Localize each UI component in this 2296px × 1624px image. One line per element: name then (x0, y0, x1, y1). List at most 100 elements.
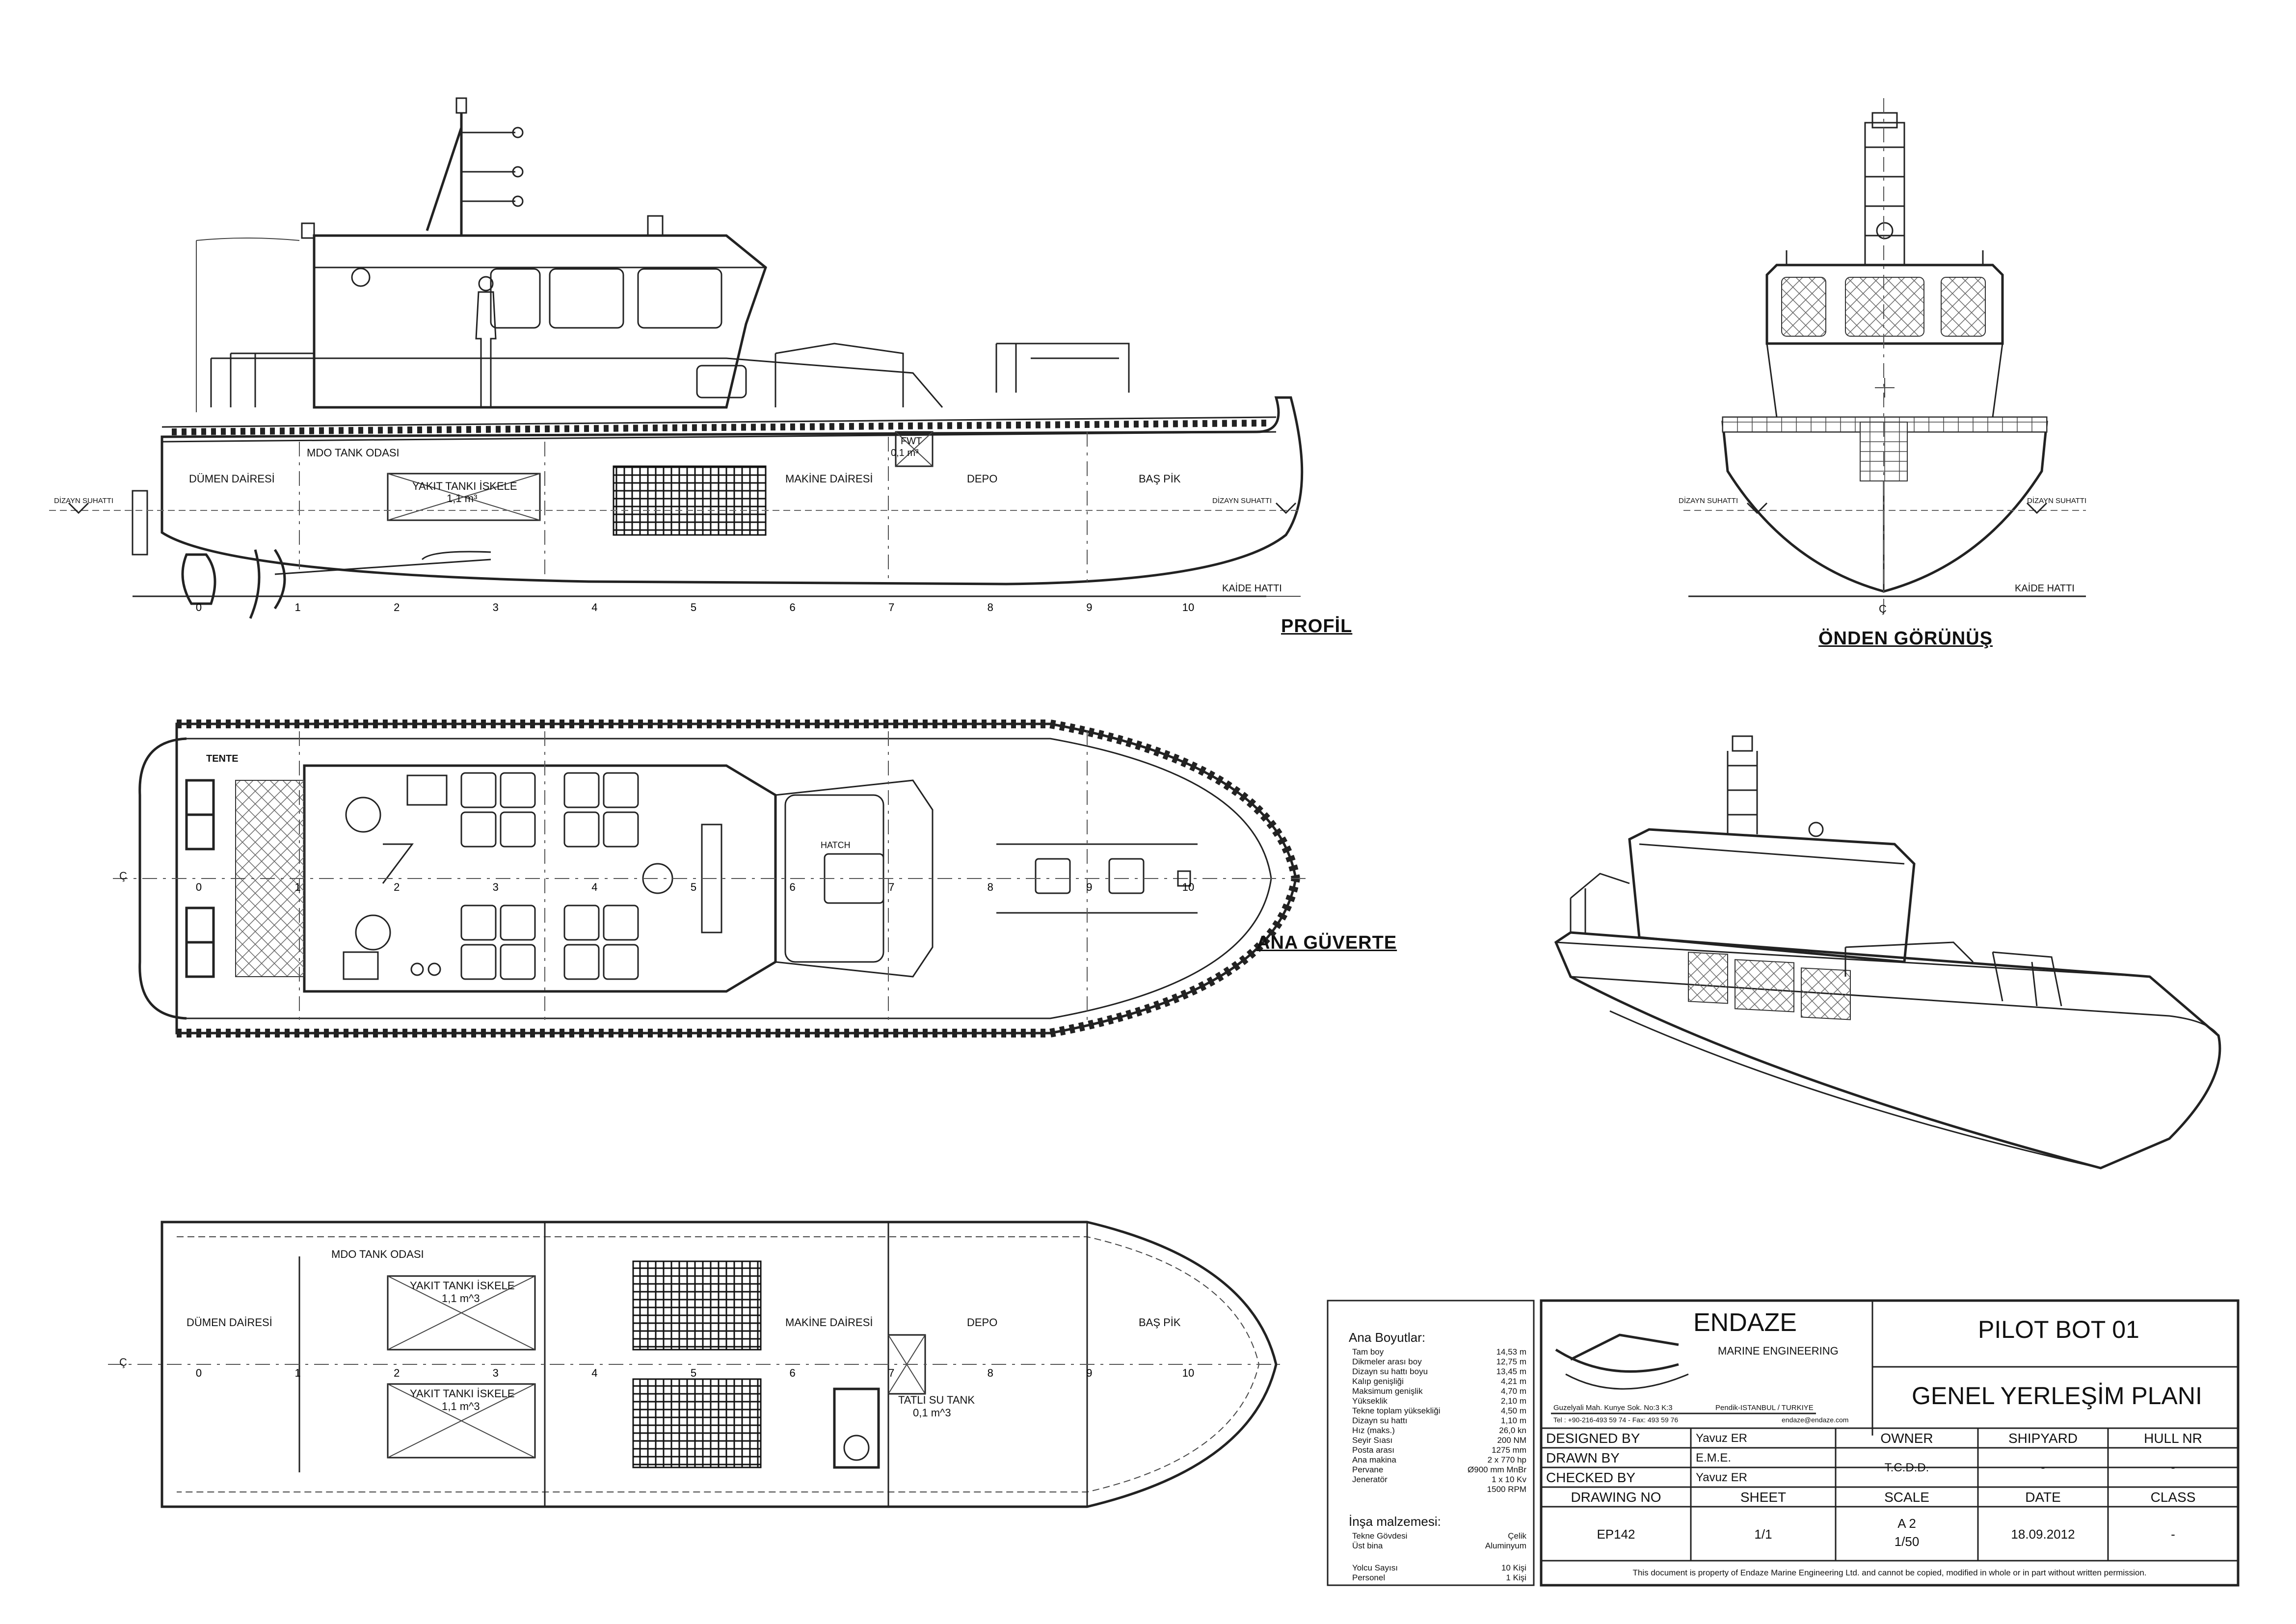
tank-tatli-vol: 0,1 m^3 (913, 1407, 951, 1419)
front-view (1683, 98, 2086, 613)
frame-label-0: 0 (196, 881, 202, 893)
label-tente: TENTE (206, 753, 239, 764)
label-dumen: DÜMEN DAİRESİ (189, 473, 275, 485)
class-label: CLASS (2150, 1490, 2196, 1505)
sheet-label: SHEET (1740, 1490, 1787, 1505)
label-fwt-vol: 0,1 m³ (891, 448, 919, 458)
shipyard-label: SHIPYARD (2008, 1431, 2078, 1446)
owner-value: T.C.D.D. (1884, 1461, 1929, 1474)
scale-ratio: 1/50 (1894, 1534, 1920, 1549)
spec-row-value: 1275 mm (1492, 1445, 1526, 1455)
checked-by-value: Yavuz ER (1696, 1471, 1747, 1484)
drawn-by-value: E.M.E. (1696, 1451, 1732, 1464)
frame-label-5: 5 (691, 1367, 696, 1379)
front-wl-right: DİZAYN SUHATTI (2027, 497, 2087, 505)
frame-label-9: 9 (1086, 881, 1092, 893)
label-makine: MAKİNE DAİRESİ (785, 473, 873, 485)
spec-row-key: Tekne toplam yüksekliği (1352, 1406, 1441, 1415)
frame-label-0: 0 (196, 601, 202, 613)
frame-label-6: 6 (789, 1367, 795, 1379)
front-view-title: ÖNDEN GÖRÜNÜŞ (1818, 628, 1993, 649)
frame-label-8: 8 (988, 1367, 993, 1379)
date-value: 18.09.2012 (2011, 1526, 2075, 1542)
profile-view (49, 97, 1304, 619)
tank-depo: DEPO (967, 1316, 998, 1329)
perspective-view (1554, 735, 2221, 1170)
people-row-value: 10 Kişi (1501, 1563, 1526, 1572)
spec-row-value: 14,53 m (1496, 1347, 1526, 1357)
title-block (1540, 1299, 2240, 1587)
class-value: - (2171, 1526, 2175, 1542)
company-phone: Tel : +90-216-493 59 74 - Fax: 493 59 76 (1553, 1416, 1679, 1424)
tank-centerline: Ç (119, 1356, 127, 1368)
drawn-by-label: DRAWN BY (1546, 1450, 1620, 1465)
frame-label-7: 7 (888, 881, 894, 893)
frame-label-10: 10 (1182, 1367, 1194, 1379)
material-row-value: Çelik (1508, 1531, 1526, 1541)
spec-heading: Ana Boyutlar: (1349, 1330, 1426, 1345)
scale-paper: A 2 (1897, 1516, 1916, 1531)
company-address: Guzelyali Mah. Kunye Sok. No:3 K:3 (1553, 1404, 1673, 1412)
frame-label-5: 5 (691, 601, 696, 613)
spec-box (1327, 1300, 1535, 1586)
scale-label: SCALE (1884, 1490, 1929, 1505)
tank-yakit-2: YAKIT TANKI İSKELE (410, 1387, 515, 1400)
label-yakit-vol: 1,1 m³ (447, 492, 478, 505)
label-wl-left: DİZAYN SUHATTI (54, 497, 114, 505)
frame-label-7: 7 (888, 601, 894, 613)
label-baseline: KAİDE HATTI (1222, 583, 1282, 594)
material-row-key: Üst bina (1352, 1541, 1383, 1550)
label-depo: DEPO (967, 473, 998, 485)
frame-label-9: 9 (1086, 1367, 1092, 1379)
frame-label-2: 2 (394, 1367, 400, 1379)
frame-label-1: 1 (294, 881, 300, 893)
frame-label-3: 3 (493, 601, 499, 613)
frame-label-2: 2 (394, 601, 400, 613)
deck-centerline: Ç (119, 870, 127, 882)
spec-row-key: Maksimum genişlik (1352, 1386, 1423, 1396)
spec-row-value: 26,0 kn (1499, 1426, 1526, 1435)
profile-title: PROFİL (1281, 616, 1353, 637)
label-yakit: YAKIT TANKI İSKELE (412, 480, 517, 492)
frame-label-10: 10 (1182, 601, 1194, 613)
spec-row-key: Posta arası (1352, 1445, 1394, 1455)
frame-label-3: 3 (493, 1367, 499, 1379)
drawing-title: GENEL YERLEŞİM PLANI (1912, 1382, 2202, 1410)
spec-row: 1500 RPM (1352, 1485, 1526, 1494)
spec-row: Posta arası 1275 mm (1352, 1445, 1526, 1455)
tank-mdo: MDO TANK ODASI (331, 1248, 424, 1260)
tank-yakit-1: YAKIT TANKI İSKELE (410, 1279, 515, 1292)
owner-label: OWNER (1880, 1431, 1933, 1446)
spec-row: Tam boy 14,53 m (1352, 1347, 1526, 1357)
company-email: endaze@endaze.com (1782, 1416, 1849, 1424)
frame-label-7: 7 (888, 1367, 894, 1379)
spec-row: Hız (maks.)26,0 kn (1352, 1426, 1526, 1436)
spec-row-key: Dikmeler arası boy (1352, 1357, 1422, 1366)
frame-label-4: 4 (591, 601, 597, 613)
material-heading: İnşa malzemesi: (1349, 1514, 1441, 1529)
frame-label-6: 6 (789, 601, 795, 613)
designed-by-label: DESIGNED BY (1546, 1431, 1640, 1446)
tank-plan (108, 1221, 1286, 1508)
deck-plan (113, 719, 1306, 1038)
spec-row-value: 2 x 770 hp (1487, 1455, 1526, 1464)
frame-label-1: 1 (294, 1367, 300, 1379)
hull-value: - (2171, 1461, 2175, 1474)
hull-label: HULL NR (2144, 1431, 2202, 1446)
spec-row-value: 1500 RPM (1487, 1485, 1526, 1494)
spec-row-key: Jeneratör (1352, 1475, 1388, 1484)
spec-row-value: 13,45 m (1496, 1367, 1526, 1376)
designed-by-value: Yavuz ER (1696, 1432, 1747, 1445)
frame-label-8: 8 (988, 601, 993, 613)
spec-row-key: Tam boy (1352, 1347, 1384, 1357)
